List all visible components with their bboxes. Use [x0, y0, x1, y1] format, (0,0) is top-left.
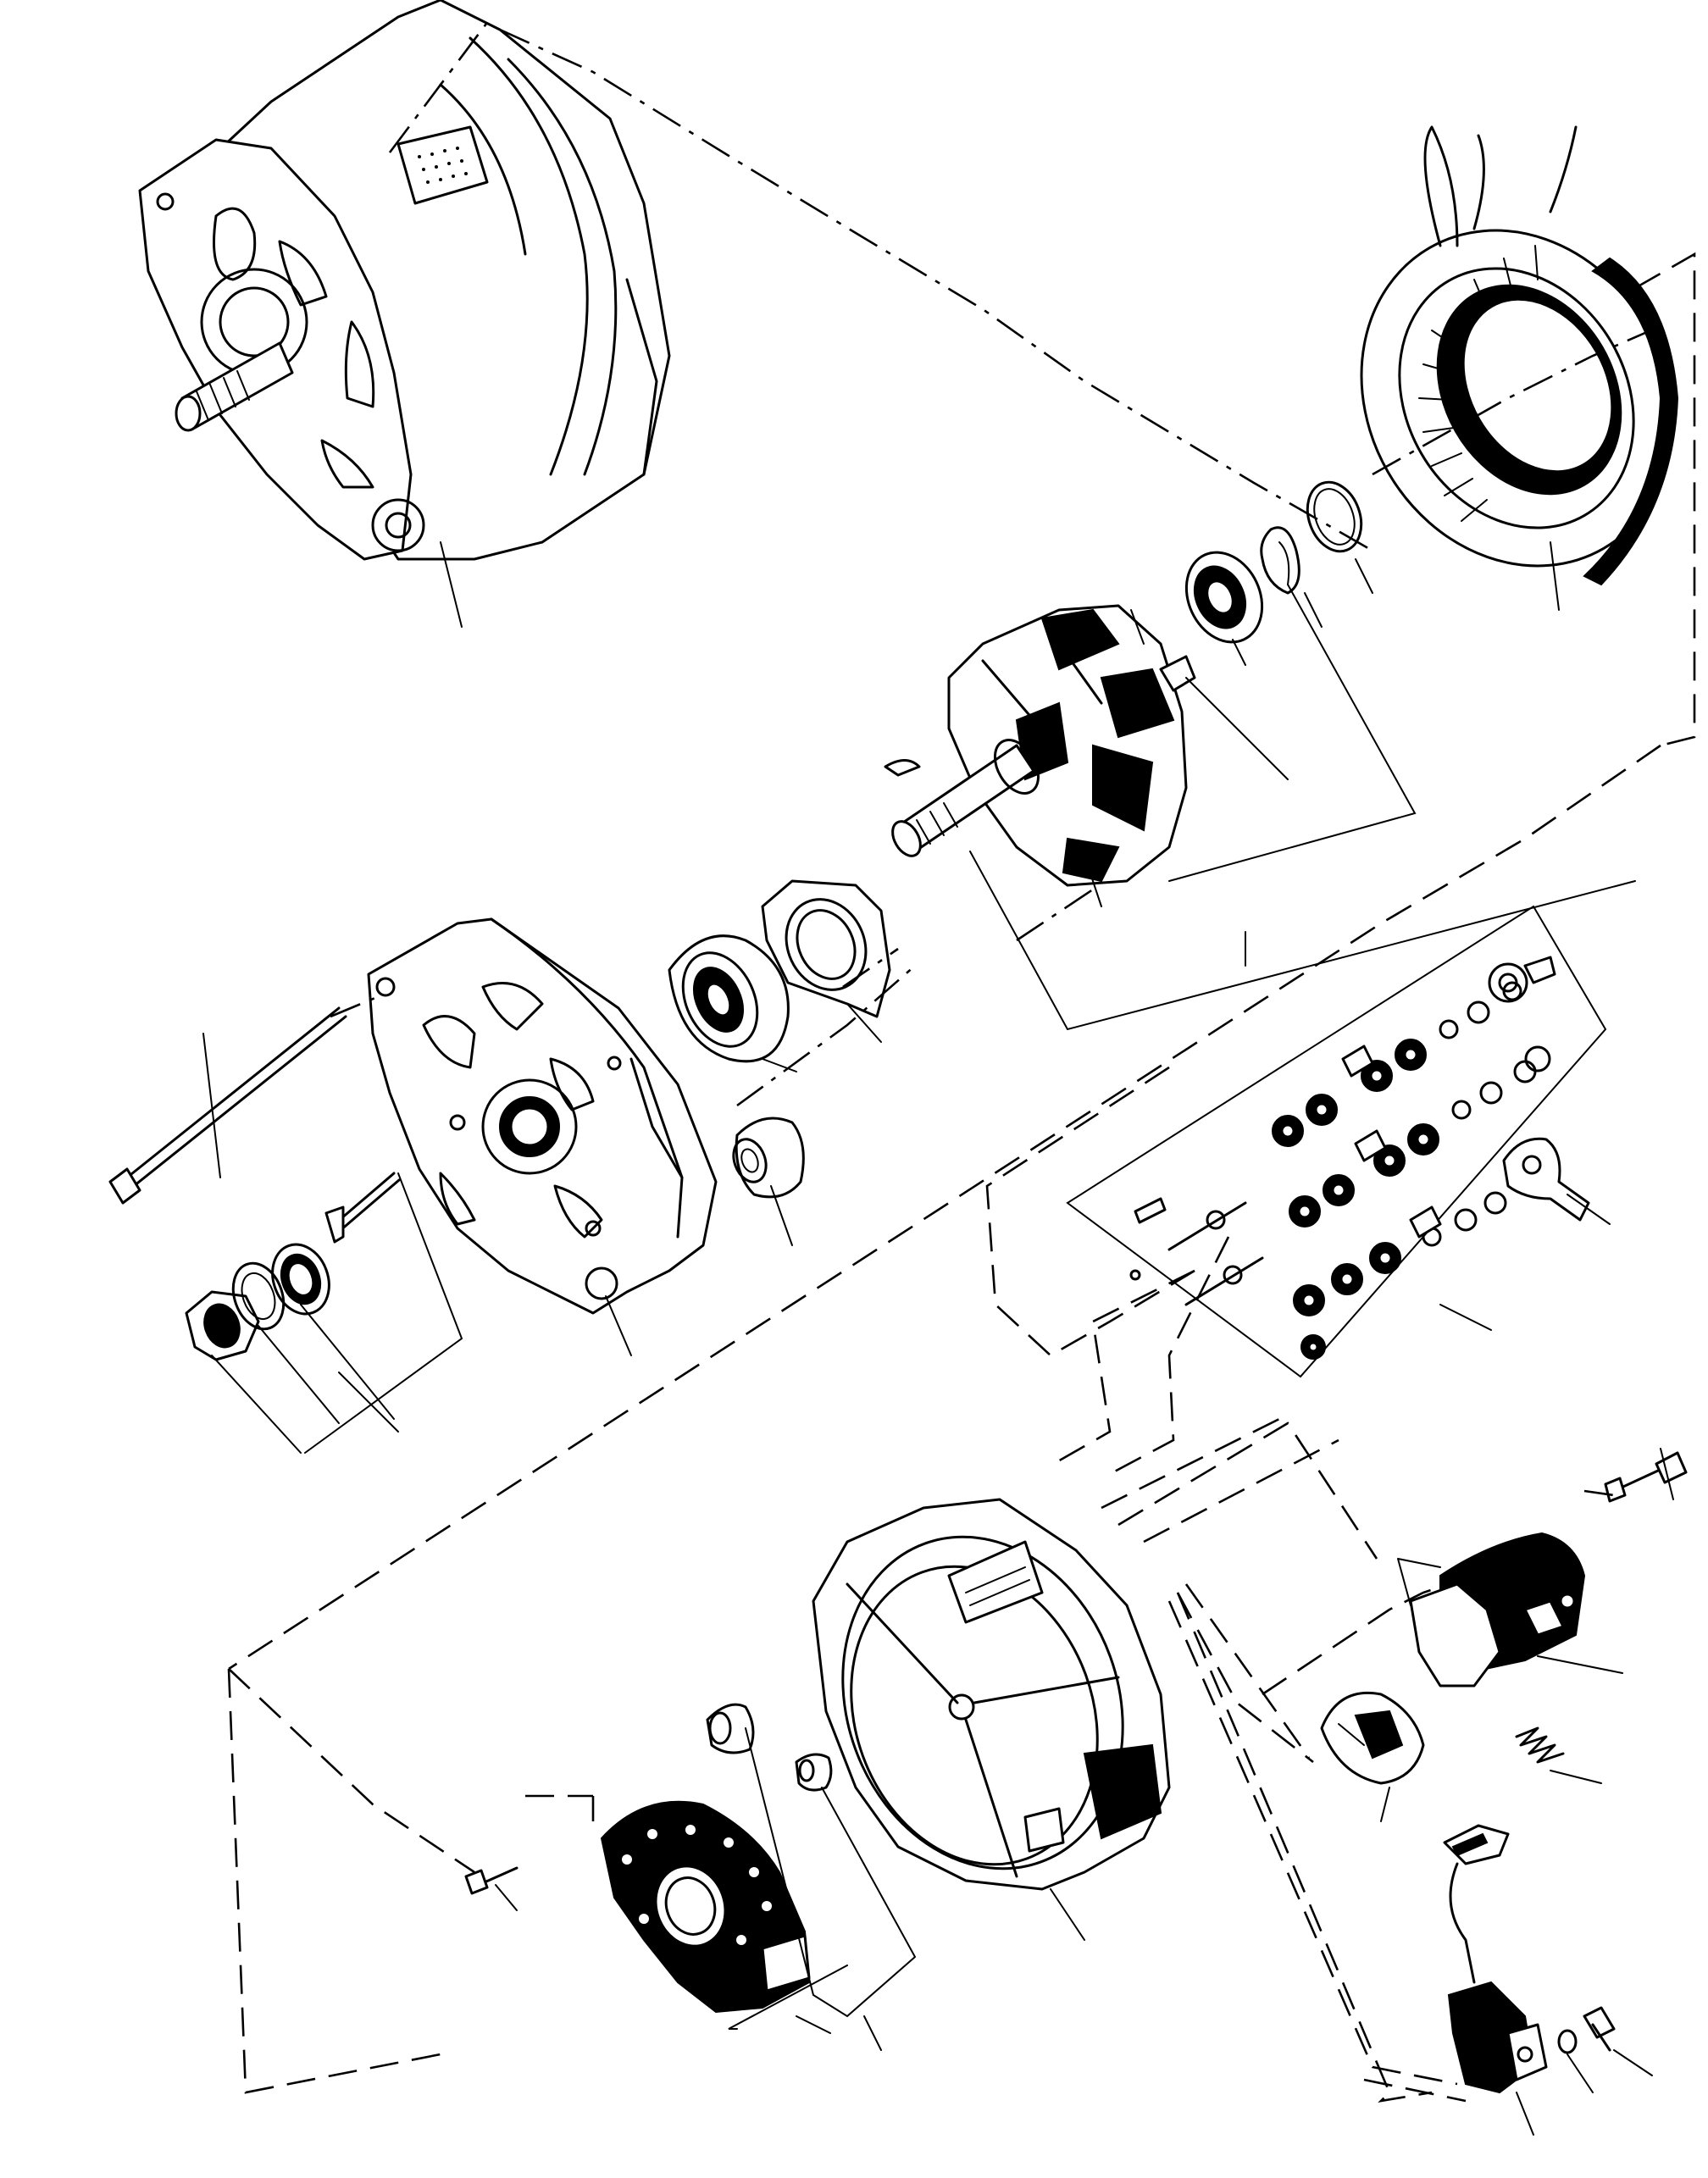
stator	[1360, 125, 1679, 586]
spring-washer	[231, 1261, 286, 1331]
countersunk-screw	[324, 1172, 401, 1244]
nameplate-icon	[396, 125, 489, 205]
brush-holder	[1320, 1691, 1425, 1785]
sensor-bracket	[1447, 1981, 1548, 2094]
slip-ring-end-housing	[812, 1498, 1171, 1891]
terminal-hardware-kit	[1066, 905, 1607, 1378]
pulley-nut	[185, 1290, 260, 1361]
retaining-clip	[1260, 526, 1300, 595]
through-bolt	[108, 1006, 347, 1205]
drive-end-housing	[367, 917, 718, 1315]
terminal-spacers	[1341, 1045, 1442, 1239]
spacer-bush	[732, 1117, 805, 1199]
small-washers	[1422, 981, 1537, 1247]
sensor-connector	[1443, 1824, 1510, 1984]
regulator-screw	[1604, 1451, 1688, 1503]
flat-washer	[271, 1243, 330, 1316]
rectifier-screw	[464, 1866, 518, 1895]
front-bearing	[668, 934, 790, 1063]
terminal-studs	[1129, 1197, 1326, 1360]
rear-bearing	[1184, 551, 1264, 644]
cable-eye-terminal	[1502, 1137, 1590, 1222]
rotor	[884, 604, 1196, 887]
rectifier	[600, 1800, 811, 2014]
voltage-regulator	[1409, 1532, 1586, 1688]
terminal-connectors	[1488, 956, 1556, 1072]
alternator-assembly	[138, 0, 671, 561]
brush-spring	[1515, 1726, 1565, 1764]
terminal-nuts	[1272, 1039, 1439, 1316]
insulating-caps	[706, 1703, 833, 1792]
assembly-lines	[227, 16, 1696, 2103]
leader-lines	[202, 541, 1674, 2136]
o-ring	[1306, 480, 1363, 553]
sensor-screw	[1557, 2006, 1616, 2054]
